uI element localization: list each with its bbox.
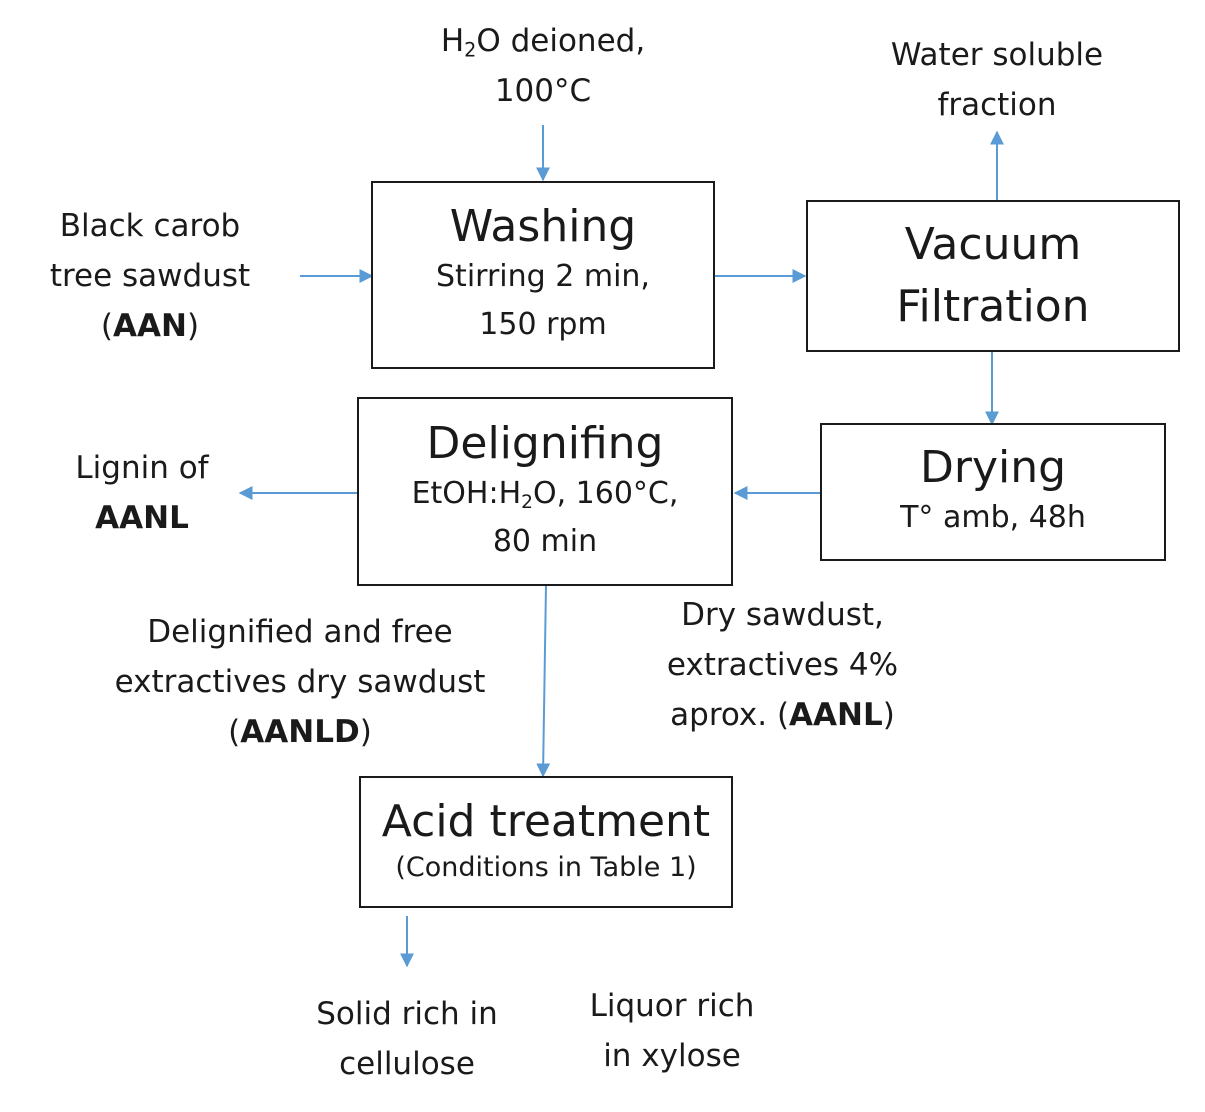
- liquor-output-label: Liquor rich in xylose: [589, 988, 755, 1074]
- sawdust-input-label: Black carob tree sawdust (AAN): [49, 208, 251, 344]
- acid-line1: (Conditions in Table 1): [395, 852, 697, 883]
- vacuum-line2: Filtration: [896, 281, 1090, 332]
- dry-sawdust-label: Dry sawdust, extractives 4% aprox. (AANL…: [666, 597, 899, 733]
- solid-output-label: Solid rich in cellulose: [316, 996, 498, 1082]
- washing-box: Washing Stirring 2 min, 150 rpm: [371, 181, 715, 369]
- arrow-delignifing-to-acid: [536, 584, 551, 778]
- delignified-sawdust-label: Delignified and free extractives dry saw…: [114, 614, 486, 750]
- vacuum-filtration-box: Vacuum Filtration: [806, 200, 1180, 352]
- delignifing-line2: 80 min: [492, 523, 598, 559]
- delignifing-box: Delignifing EtOH:H2O, 160°C, 80 min: [357, 397, 733, 586]
- drying-line1: T° amb, 48h: [900, 500, 1086, 535]
- acid-title: Acid treatment: [381, 796, 711, 847]
- washing-title: Washing: [449, 201, 637, 252]
- washing-line1: Stirring 2 min,: [436, 259, 650, 294]
- water-input-label: H2O deioned, 100°C: [440, 23, 646, 109]
- vacuum-line1: Vacuum: [904, 219, 1082, 270]
- water-soluble-label: Water soluble fraction: [890, 37, 1104, 123]
- washing-line2: 150 rpm: [479, 307, 607, 342]
- delignifing-line1: EtOH:H2O, 160°C,: [411, 475, 679, 513]
- acid-treatment-box: Acid treatment (Conditions in Table 1): [359, 776, 733, 908]
- drying-box: Drying T° amb, 48h: [820, 423, 1166, 561]
- lignin-output-label: Lignin of AANL: [75, 450, 209, 536]
- drying-title: Drying: [919, 442, 1067, 493]
- delignifing-title: Delignifing: [426, 417, 664, 469]
